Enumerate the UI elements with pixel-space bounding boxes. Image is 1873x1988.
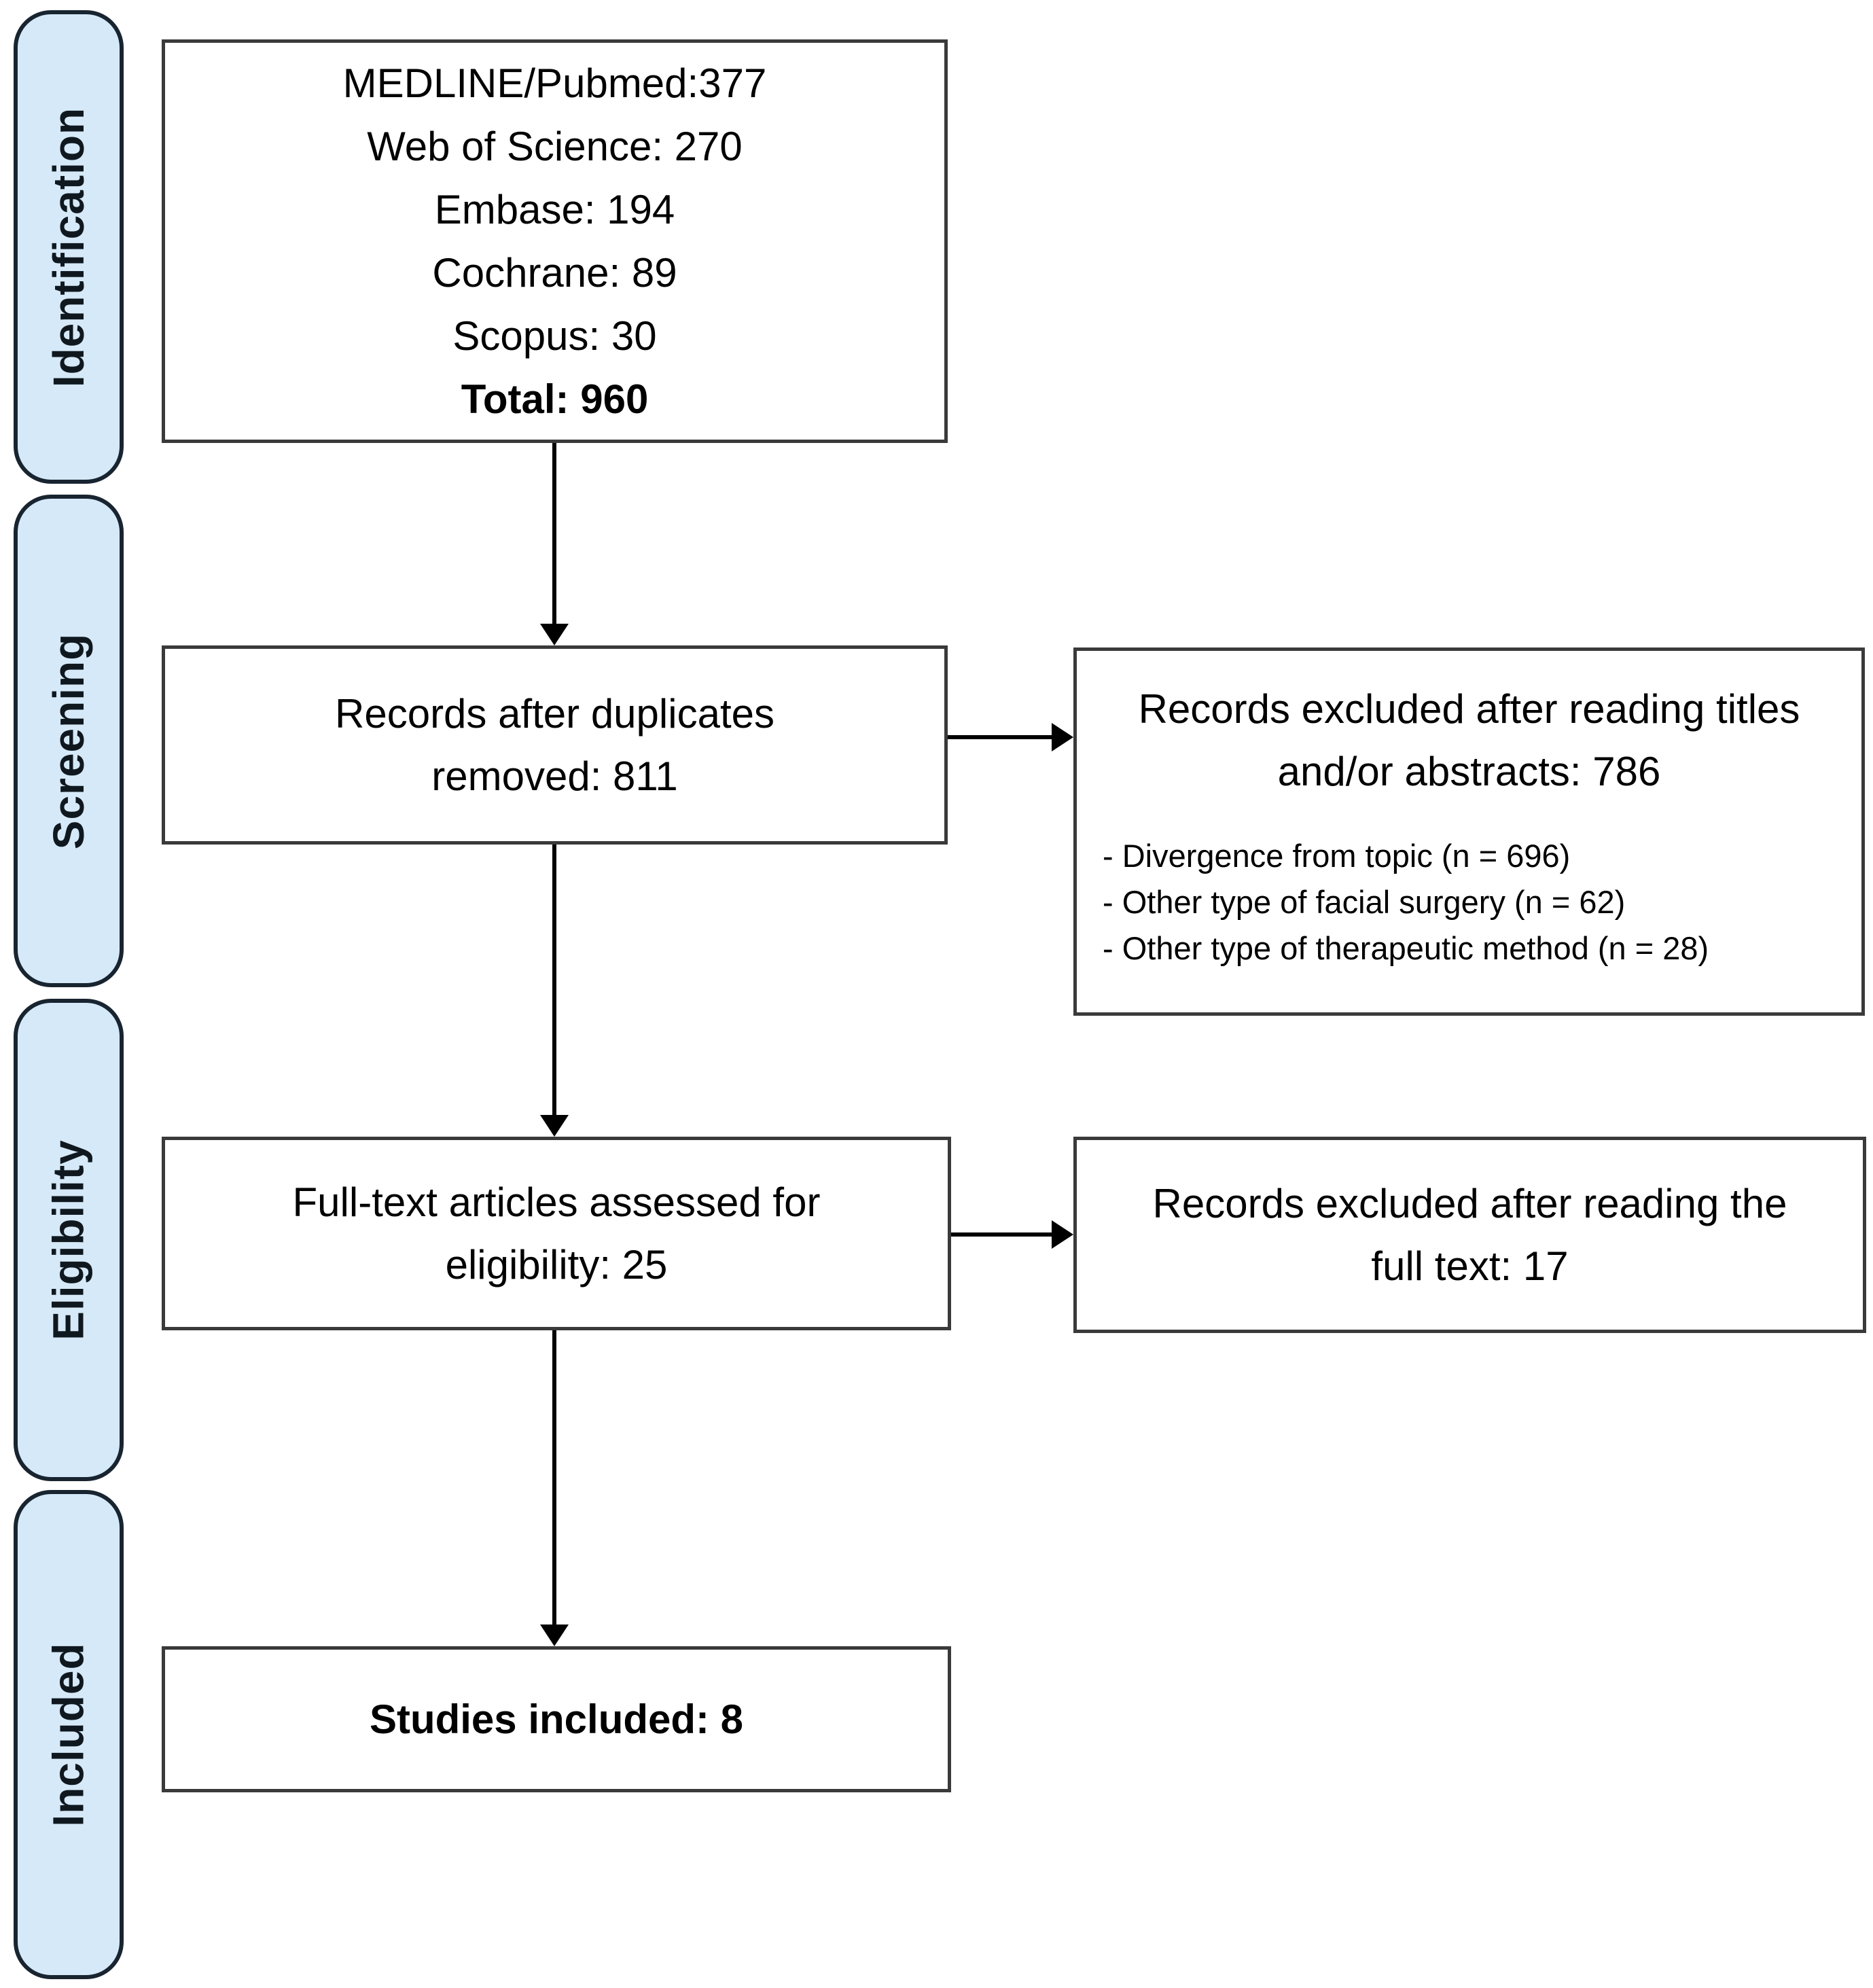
arrow-down-icon (540, 624, 569, 645)
records-after-duplicates-text: Records after duplicates removed: 811 (335, 690, 774, 799)
list-item: MEDLINE/Pubmed:377 (342, 60, 767, 106)
stage-screening-label: Screening (44, 633, 93, 849)
stage-eligibility-label: Eligibility (44, 1139, 93, 1341)
arrow-right-icon (1052, 723, 1073, 751)
list-item: Embase: 194 (434, 187, 675, 232)
arrow-down-icon (540, 1115, 569, 1137)
box-excluded-titles-abstracts: Records excluded after reading titles an… (1073, 647, 1865, 1016)
arrow-right-icon (1052, 1220, 1073, 1249)
connector-fulltext-to-included (552, 1330, 556, 1625)
list-item: Web of Science: 270 (367, 124, 743, 169)
list-item: Scopus: 30 (452, 313, 657, 359)
box-fulltext-assessed: Full-text articles assessed for eligibil… (162, 1137, 951, 1330)
connector-sources-to-duplicates (552, 443, 556, 624)
excluded-fulltext-text: Records excluded after reading the full … (1152, 1180, 1787, 1289)
box-studies-included: Studies included: 8 (162, 1646, 951, 1792)
exclusion-reason-list: - Divergence from topic (n = 696) - Other… (1077, 833, 1709, 972)
connector-duplicates-to-excluded-titles (948, 735, 1052, 739)
stage-identification-label: Identification (44, 107, 93, 387)
list-item: - Divergence from topic (n = 696) (1103, 838, 1571, 874)
box-records-after-duplicates: Records after duplicates removed: 811 (162, 645, 948, 845)
stage-included: Included (14, 1490, 124, 1979)
list-item: - Other type of facial surgery (n = 62) (1103, 884, 1626, 920)
list-item: - Other type of therapeutic method (n = … (1103, 930, 1709, 966)
box-excluded-fulltext: Records excluded after reading the full … (1073, 1137, 1866, 1333)
database-total: Total: 960 (461, 376, 649, 422)
arrow-down-icon (540, 1625, 569, 1646)
connector-duplicates-to-fulltext (552, 845, 556, 1115)
stage-included-label: Included (44, 1642, 93, 1827)
connector-fulltext-to-excluded-fulltext (951, 1232, 1052, 1237)
excluded-titles-title: Records excluded after reading titles an… (1138, 686, 1800, 794)
fulltext-assessed-text: Full-text articles assessed for eligibil… (292, 1179, 821, 1288)
list-item: Cochrane: 89 (432, 250, 677, 296)
stage-eligibility: Eligibility (14, 999, 124, 1481)
studies-included-text: Studies included: 8 (369, 1696, 744, 1742)
stage-screening: Screening (14, 495, 124, 987)
stage-identification: Identification (14, 10, 124, 484)
